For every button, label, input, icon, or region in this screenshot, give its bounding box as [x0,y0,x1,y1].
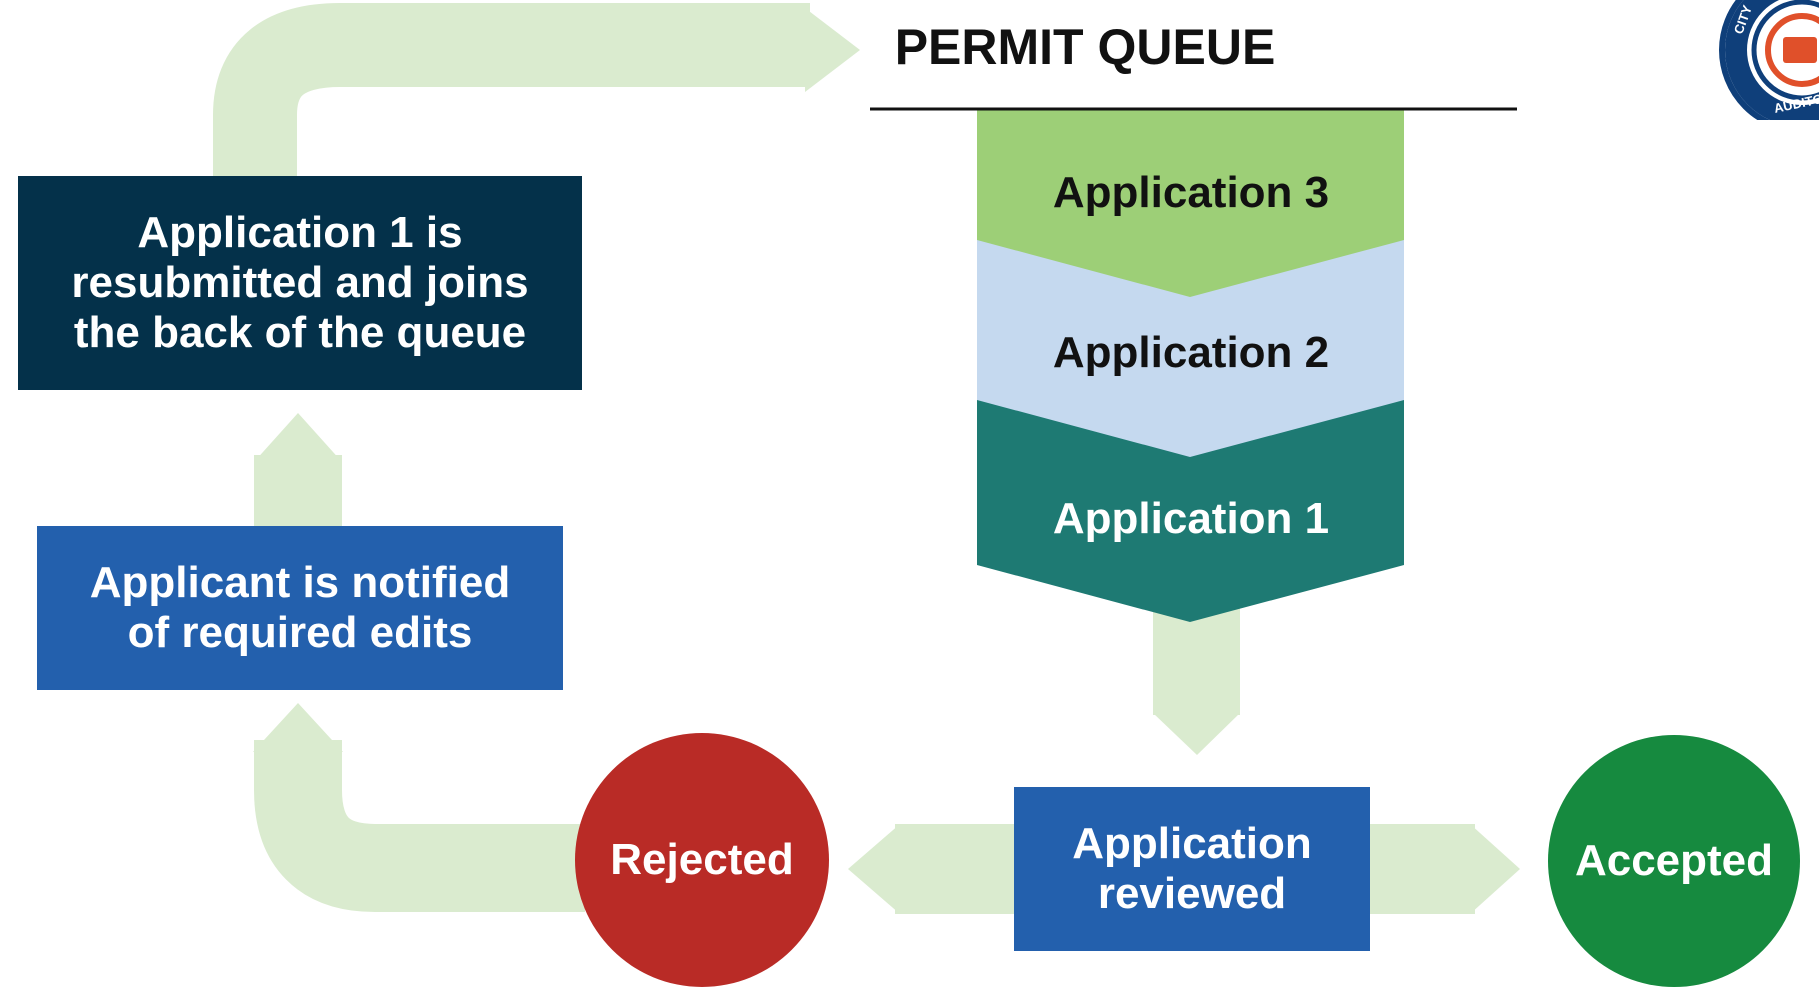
queue-slot-3 [977,110,1404,297]
notified-box: Applicant is notified of required edits [37,526,563,690]
reviewed-text: Application reviewed [1072,818,1312,918]
arrow-queue-to-review-head [1153,713,1240,755]
arrow-notified-to-resubmitted-head [254,413,342,462]
queue-label-1: Application 1 [1052,494,1330,543]
queue-slot-1 [977,395,1404,622]
reviewed-box: Application reviewed [1014,787,1370,951]
rejected-text: Rejected [610,835,794,884]
queue-slot-2 [977,235,1404,457]
resubmitted-text: Application 1 is resubmitted and joins t… [71,207,529,358]
arrow-notified-to-resubmitted-shaft [254,455,342,530]
arrow-rejected-to-notified-head [253,703,343,752]
arrow-to-accepted-head [1470,824,1520,914]
rejected-circle: Rejected [575,733,829,987]
resubmitted-box: Application 1 is resubmitted and joins t… [18,176,582,390]
arrow-to-queue [213,3,810,190]
city-auditor-seal: CITY AUDITOR [1710,0,1819,120]
queue-label-3: Application 3 [1052,168,1330,217]
accepted-circle: Accepted [1548,735,1800,987]
arrow-to-rejected-head [848,824,900,914]
accepted-text: Accepted [1574,836,1774,885]
arrow-to-accepted-shaft [1365,824,1475,914]
queue-label-2: Application 2 [1052,328,1330,377]
arrow-to-rejected-shaft [895,824,1015,914]
arrow-to-queue-head [805,8,860,92]
notified-text: Applicant is notified of required edits [89,557,511,657]
page-title: PERMIT QUEUE [894,19,1276,75]
arrow-rejected-to-notified [254,740,585,912]
